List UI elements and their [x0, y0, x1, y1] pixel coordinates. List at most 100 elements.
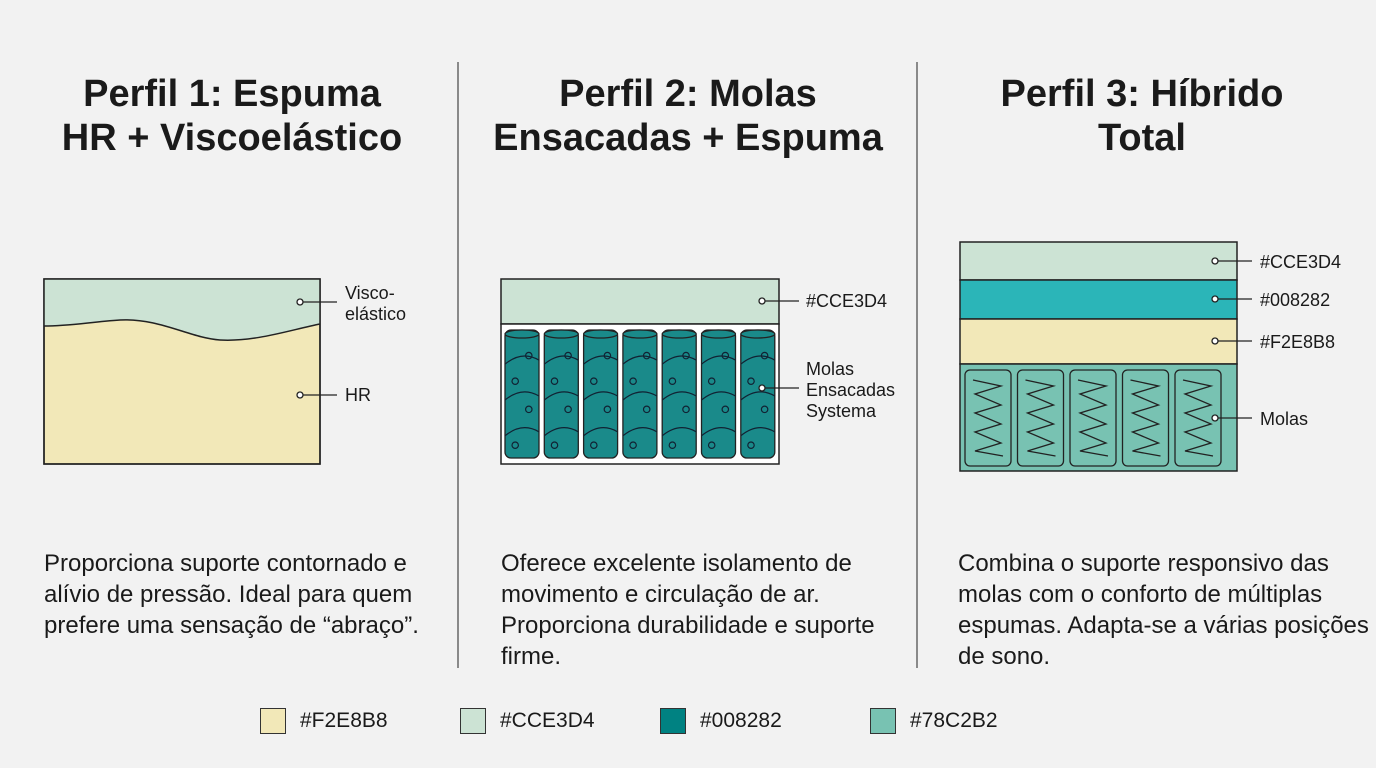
- coil-frame: [1121, 369, 1170, 467]
- spring-rivet: [564, 351, 572, 360]
- top-foam-layer: [500, 278, 780, 325]
- legend-label: #008282: [700, 709, 782, 732]
- visco-callout: Visco- elástico: [296, 283, 406, 324]
- coil-spring: [1121, 369, 1170, 467]
- spring-rivet: [629, 377, 637, 386]
- spring-rivet: [511, 441, 520, 450]
- hybrid-label-1: #CCE3D4: [1260, 252, 1341, 272]
- spring-seam: [543, 427, 579, 437]
- coil-wire: [1182, 379, 1214, 457]
- spring-seam: [622, 355, 658, 365]
- spring-cap: [582, 329, 619, 339]
- spring-seam: [622, 391, 658, 401]
- color-legend: #F2E8B8 #CCE3D4 #008282 #78C2B2: [0, 708, 1376, 742]
- spring-rivet: [550, 441, 559, 450]
- coil-wire: [1130, 379, 1162, 457]
- spring-rivet: [589, 377, 598, 386]
- spring-seam: [740, 427, 776, 437]
- spring-rivet: [721, 405, 730, 414]
- pocket-spring: [661, 329, 697, 459]
- spring-seam: [701, 427, 736, 437]
- spring-rivet: [747, 377, 755, 386]
- spring-cap: [504, 329, 540, 339]
- spring-rivet: [511, 377, 520, 386]
- panel-2-description: Oferece excelente isolamento de moviment…: [501, 550, 875, 670]
- coil-spring: [964, 369, 1012, 467]
- spring-rivet: [682, 351, 690, 360]
- pocket-spring: [622, 329, 658, 459]
- column-divider-2: [916, 62, 918, 668]
- coil-wire: [1025, 379, 1057, 457]
- hr-label: HR: [345, 385, 371, 405]
- pocket-spring: [504, 329, 540, 459]
- spring-rivet: [707, 377, 716, 386]
- column-divider-1: [457, 62, 459, 668]
- legend-label: #F2E8B8: [300, 709, 388, 732]
- top-layer-label: #CCE3D4: [806, 291, 887, 311]
- spring-seam: [583, 391, 618, 401]
- legend-item-cream: #F2E8B8: [260, 708, 388, 734]
- legend-label: #CCE3D4: [500, 709, 595, 732]
- spring-cap: [661, 329, 697, 339]
- coil-wire: [1077, 379, 1109, 457]
- spring-seam: [543, 355, 579, 365]
- legend-item-seafoam: #78C2B2: [870, 708, 998, 734]
- spring-rivet: [642, 351, 651, 360]
- legend-swatch: [660, 708, 686, 734]
- visco-label-line2: elástico: [345, 304, 406, 324]
- spring-seam: [661, 427, 697, 437]
- pocket-spring: [543, 329, 579, 459]
- spring-seam: [543, 391, 579, 401]
- legend-swatch: [870, 708, 896, 734]
- spring-seam: [504, 391, 540, 401]
- hybrid-teal-layer: [959, 279, 1238, 320]
- springs-label-line1: Molas: [806, 359, 854, 379]
- spring-cap: [622, 329, 658, 339]
- panel-3-title: Perfil 3: Híbrido Total: [1000, 73, 1284, 159]
- spring-seam: [504, 355, 540, 365]
- hybrid-callout-2: #008282: [1211, 290, 1330, 310]
- spring-rivet: [550, 377, 559, 386]
- hybrid-label-2: #008282: [1260, 290, 1330, 310]
- spring-seam: [504, 427, 540, 437]
- profile-1-diagram: Visco- elástico HR: [43, 278, 406, 465]
- hybrid-top-layer: [959, 241, 1238, 281]
- coil-frame: [964, 369, 1012, 467]
- spring-rivet: [629, 441, 637, 450]
- springs-label-line3: Systema: [806, 401, 877, 421]
- coil-frame: [1069, 369, 1117, 467]
- spring-rivet: [668, 441, 677, 450]
- spring-rivet: [721, 351, 730, 360]
- coil-wire: [972, 379, 1004, 457]
- panel-1-title: Perfil 1: Espuma HR + Viscoelástico: [61, 73, 403, 159]
- legend-swatch: [260, 708, 286, 734]
- hybrid-callout-1: #CCE3D4: [1211, 252, 1341, 272]
- visco-layer: [44, 279, 320, 341]
- spring-seam: [583, 427, 618, 437]
- pocket-springs: [504, 329, 776, 459]
- spring-rivet: [524, 405, 533, 414]
- spring-seam: [701, 391, 736, 401]
- spring-cap: [543, 329, 579, 339]
- visco-boundary: [43, 319, 321, 341]
- spring-seam: [701, 355, 736, 365]
- profile-3-diagram: #CCE3D4 #008282 #F2E8B8 Molas: [959, 241, 1341, 472]
- spring-rivet: [760, 351, 769, 360]
- spring-cap: [740, 329, 776, 339]
- profile-2-diagram: #CCE3D4 Molas Ensacadas Systema: [500, 278, 895, 465]
- spring-rivet: [747, 441, 755, 450]
- spring-rivet: [589, 441, 598, 450]
- spring-rivet: [682, 405, 690, 414]
- spring-rivet: [668, 377, 677, 386]
- spring-seam: [661, 391, 697, 401]
- top-layer-callout: #CCE3D4: [758, 291, 887, 311]
- pocket-spring: [700, 329, 737, 459]
- spring-seam: [740, 391, 776, 401]
- spring-rivet: [603, 405, 612, 414]
- spring-rivet: [707, 441, 716, 450]
- hybrid-cream-layer: [959, 318, 1238, 365]
- panel-2-title: Perfil 2: Molas Ensacadas + Espuma: [493, 73, 883, 159]
- legend-item-mint: #CCE3D4: [460, 708, 595, 734]
- legend-label: #78C2B2: [910, 709, 998, 732]
